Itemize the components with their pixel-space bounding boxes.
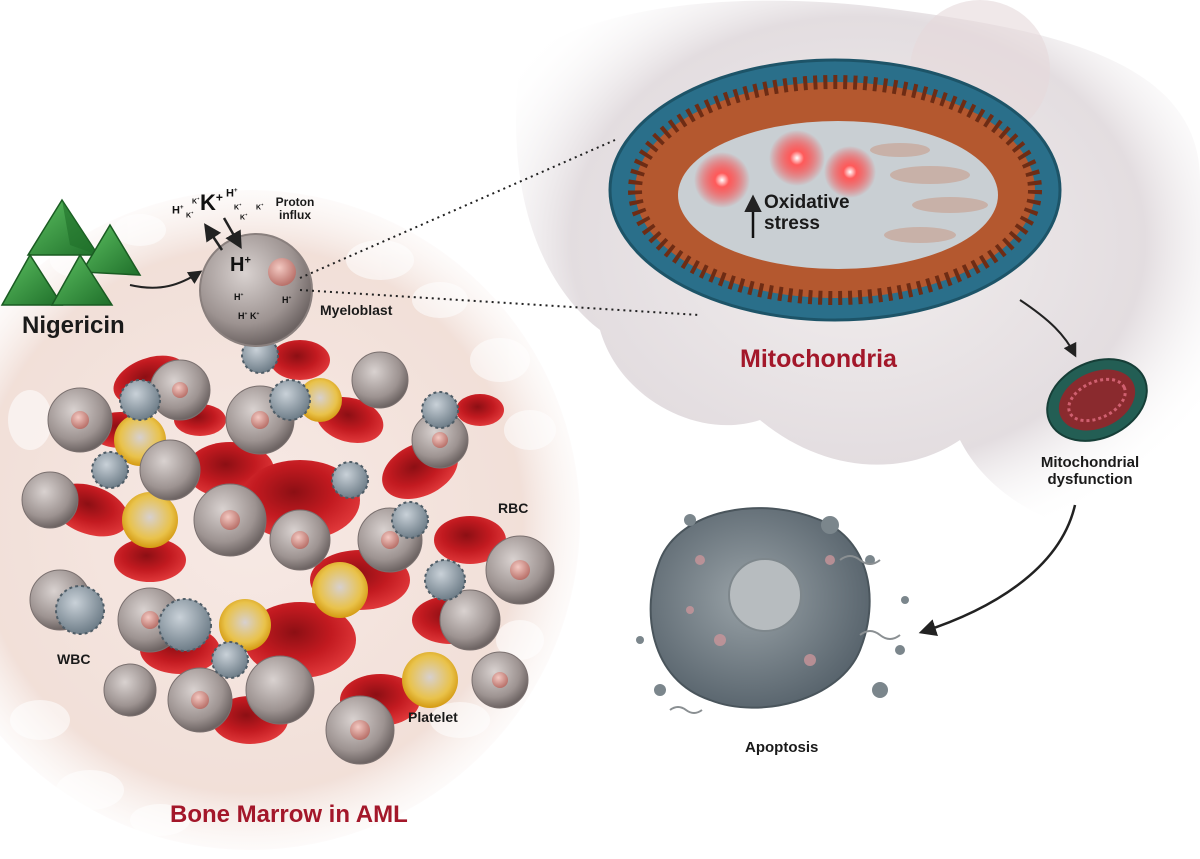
cell-nuclei	[71, 382, 530, 740]
myeloblast-cell	[199, 233, 313, 347]
k-ion-small-6: K+	[250, 311, 260, 321]
wbc-label: WBC	[57, 651, 91, 667]
ros-burst-icon	[694, 130, 876, 208]
h-ion-small-2: H+	[226, 187, 238, 200]
k-ion-small-2: K+	[186, 211, 194, 220]
mitochondria-small	[1046, 358, 1148, 442]
platelet-label: Platelet	[408, 709, 458, 725]
zoom-line-bottom	[299, 289, 701, 316]
h-ion-small-5: H+	[282, 295, 292, 305]
apoptosis-label: Apoptosis	[745, 739, 819, 756]
platelet-cells	[114, 378, 458, 708]
k-ion-small-5: K+	[256, 203, 264, 212]
k-ion-small-3: K+	[234, 203, 242, 212]
nigericin-pyramid-icon	[0, 198, 142, 306]
apoptotic-cell	[636, 507, 909, 714]
proton-influx-label: Proton influx	[275, 195, 315, 223]
h-ion-small-4: H+	[238, 311, 248, 321]
mitochondrial-dysfunction-label: Mitochondrial dysfunction	[1040, 454, 1140, 488]
nigericin-label: Nigericin	[22, 312, 125, 339]
h-ion-large: H+	[230, 254, 251, 276]
myeloblast-label: Myeloblast	[320, 302, 393, 318]
ion-exchange-arrow-left	[204, 223, 224, 251]
oxidative-stress-label: Oxidative stress	[764, 192, 850, 234]
cell-cluster	[21, 336, 555, 765]
bone-marrow-title: Bone Marrow in AML	[170, 801, 408, 828]
k-ion-small-1: K+	[192, 197, 200, 206]
k-ion-small-4: K+	[240, 213, 248, 222]
k-ion-large: K+	[200, 190, 223, 216]
arrow-to-apoptosis	[918, 504, 1077, 637]
rbc-label: RBC	[498, 500, 529, 516]
mitochondria-title: Mitochondria	[740, 345, 897, 373]
curved-arrow-icon	[129, 270, 203, 289]
h-ion-small-1: H+	[172, 204, 184, 217]
h-ion-small-3: H+	[234, 292, 244, 302]
wbc-cells	[55, 336, 466, 679]
arrow-to-dysfunction	[1019, 299, 1077, 358]
ion-exchange-arrow-right	[222, 217, 242, 250]
